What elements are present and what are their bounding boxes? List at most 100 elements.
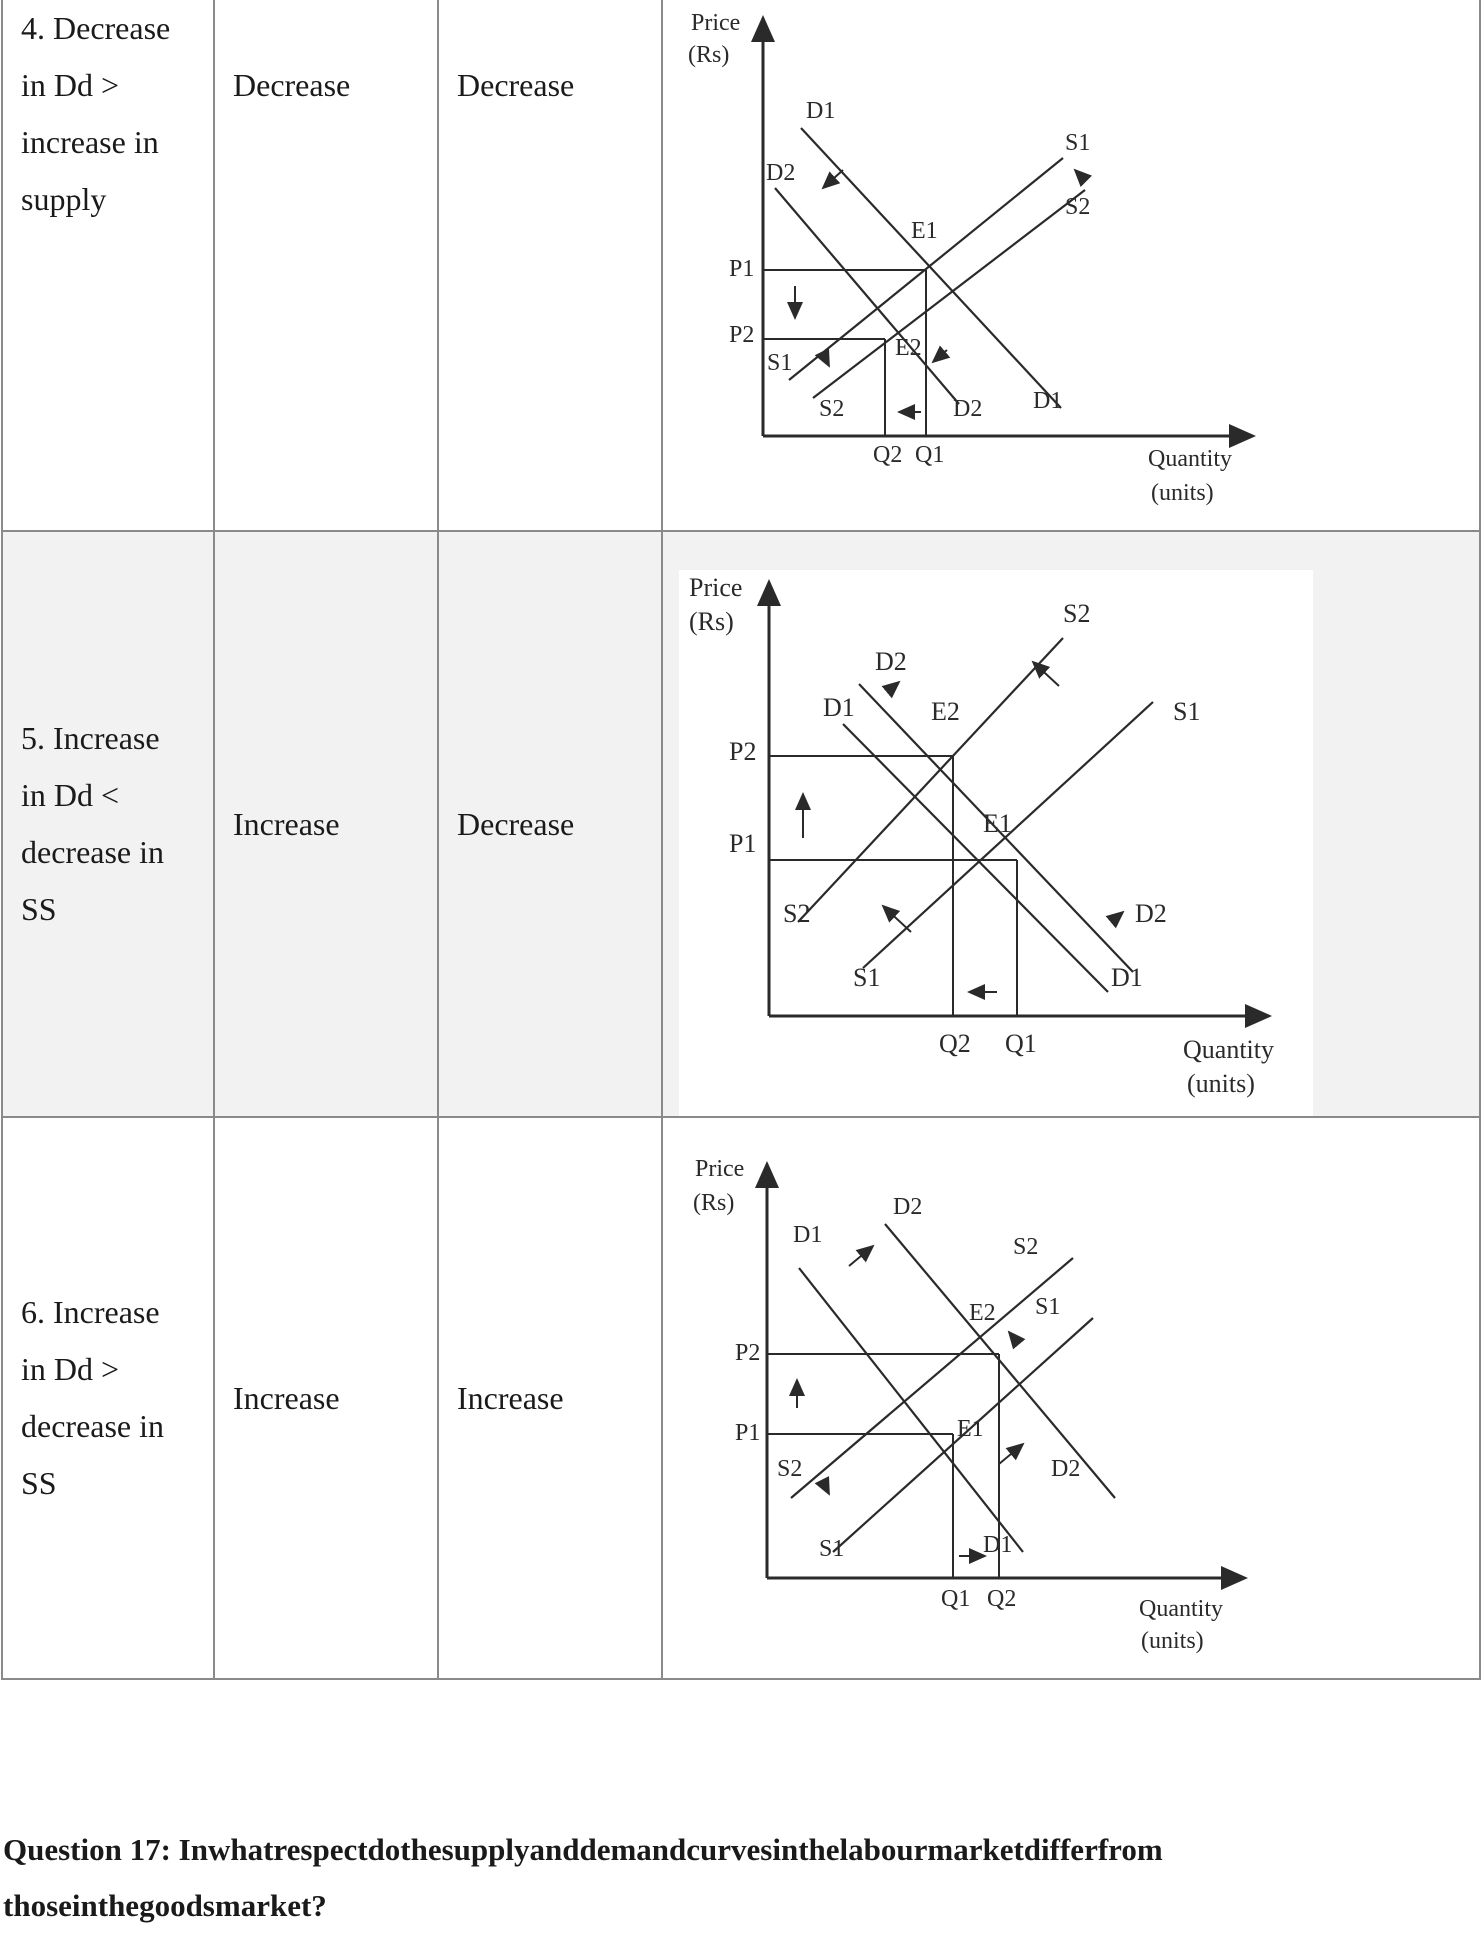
quantity-effect: Decrease [457,805,575,842]
x-axis-title: (units) [1151,480,1214,506]
s2-bottom-label: S2 [777,1456,802,1482]
question-line: Question 17: Inwhatrespectdothesupplyand… [3,1832,1163,1867]
e1-label: E1 [983,809,1012,838]
price-effect: Increase [233,1379,340,1416]
s2-bottom-label: S2 [783,899,810,928]
table-row: 5. Increase in Dd < decrease in SS Incre… [1,530,1481,1118]
shift-arrow [931,345,951,364]
shift-arrow [814,1476,830,1496]
d1-label: D1 [823,693,855,722]
y-axis-title: (Rs) [693,1190,734,1216]
shift-arrow [1073,168,1092,187]
quantity-effect: Increase [457,1379,564,1416]
quantity-effect-cell: Decrease [437,0,663,532]
shift-arrow [1007,1330,1026,1350]
table-row: 6. Increase in Dd > decrease in SS Incre… [1,1116,1481,1680]
y-axis-title: Price [695,1156,744,1182]
demand-supply-graph: Price (Rs) Quantity (units) [679,570,1313,1116]
d2-curve [774,187,960,405]
q2-label: Q2 [939,1029,971,1058]
case-line: supply [21,181,107,217]
p2-label: P2 [729,737,756,766]
q2-label: Q2 [987,1586,1016,1612]
e2-label: E2 [931,697,960,726]
d1-bottom-label: D1 [1033,388,1062,414]
case-line: SS [21,1465,57,1501]
price-effect-cell: Increase [213,530,439,1118]
d2-label: D2 [893,1194,922,1220]
d1-curve [798,1267,1024,1553]
x-axis-title: Quantity [1148,446,1232,472]
s2-curve [790,1257,1074,1499]
d2-bottom-label: D2 [953,396,982,422]
case-line: in Dd > [21,67,120,103]
s1-curve [862,701,1154,969]
d1-curve [842,723,1109,993]
graph-cell: Price (Rs) Quantity (units) [661,0,1481,532]
p1-label: P1 [729,829,756,858]
case-cell: 5. Increase in Dd < decrease in SS [1,530,215,1118]
y-axis-title: Price [691,10,740,36]
s1-label: S1 [1035,1294,1060,1320]
p1-label: P1 [735,1420,760,1446]
x-axis-title: Quantity [1183,1035,1274,1064]
s1-bottom-label: S1 [853,963,880,992]
price-effect-cell: Decrease [213,0,439,532]
demand-supply-graph: Price (Rs) Quantity (units) [688,10,1256,506]
y-axis-title: (Rs) [688,42,729,68]
quantity-effect: Decrease [457,67,575,103]
q1-label: Q1 [915,442,944,468]
e1-label: E1 [911,218,938,244]
s2-label: S2 [1063,599,1090,628]
d2-label: D2 [875,647,907,676]
y-axis-title: (Rs) [689,607,734,636]
price-effect-cell: Increase [213,1116,439,1680]
s2-bottom-label: S2 [819,396,844,422]
p2-label: P2 [729,322,754,348]
shift-arrow [821,169,844,190]
s2-curve [812,189,1086,399]
table-row: 4. Decrease in Dd > increase in supply D… [1,0,1481,532]
shift-arrow [1031,660,1060,687]
s1-bottom-label: S1 [767,350,792,376]
graph-cell: Price (Rs) Quantity (units) [661,530,1481,1118]
case-cell: 6. Increase in Dd > decrease in SS [1,1116,215,1680]
s1-bottom-label: S1 [819,1536,844,1562]
s2-label: S2 [1065,194,1090,220]
x-axis-title: (units) [1187,1069,1255,1098]
s1-label: S1 [1173,697,1200,726]
graph-cell: Price (Rs) Quantity (units) [661,1116,1481,1680]
s2-label: S2 [1013,1234,1038,1260]
quantity-effect-cell: Decrease [437,530,663,1118]
case-cell: 4. Decrease in Dd > increase in supply [1,0,215,532]
s1-curve [832,1317,1094,1553]
shift-arrow [814,348,830,368]
x-axis-title: (units) [1141,1628,1204,1654]
s1-label: S1 [1065,130,1090,156]
d2-curve [858,683,1134,973]
question-text: Question 17: Inwhatrespectdothesupplyand… [3,1822,1473,1934]
shift-arrow [881,680,901,699]
demand-supply-graph: Price (Rs) Quantity (units) [693,1156,1248,1654]
d1-curve [800,127,1062,409]
q1-label: Q1 [1005,1029,1037,1058]
graph-background [679,570,1313,1116]
d2-bottom-label: D2 [1135,899,1167,928]
p1-label: P1 [729,256,754,282]
price-effect: Increase [233,805,340,842]
case-line: increase in [21,124,159,160]
d1-bottom-label: D1 [983,1532,1012,1558]
d1-label: D1 [793,1222,822,1248]
y-axis-title: Price [689,573,742,602]
case-line: 5. Increase [21,720,160,756]
case-line: decrease in [21,834,165,870]
case-line: 4. Decrease [21,10,171,46]
quantity-effect-cell: Increase [437,1116,663,1680]
shift-arrow [881,904,912,933]
shift-arrow [1105,910,1125,929]
d2-bottom-label: D2 [1051,1456,1080,1482]
d1-bottom-label: D1 [1111,963,1143,992]
e2-label: E2 [969,1300,996,1326]
case-line: SS [21,891,57,927]
d2-label: D2 [766,160,795,186]
